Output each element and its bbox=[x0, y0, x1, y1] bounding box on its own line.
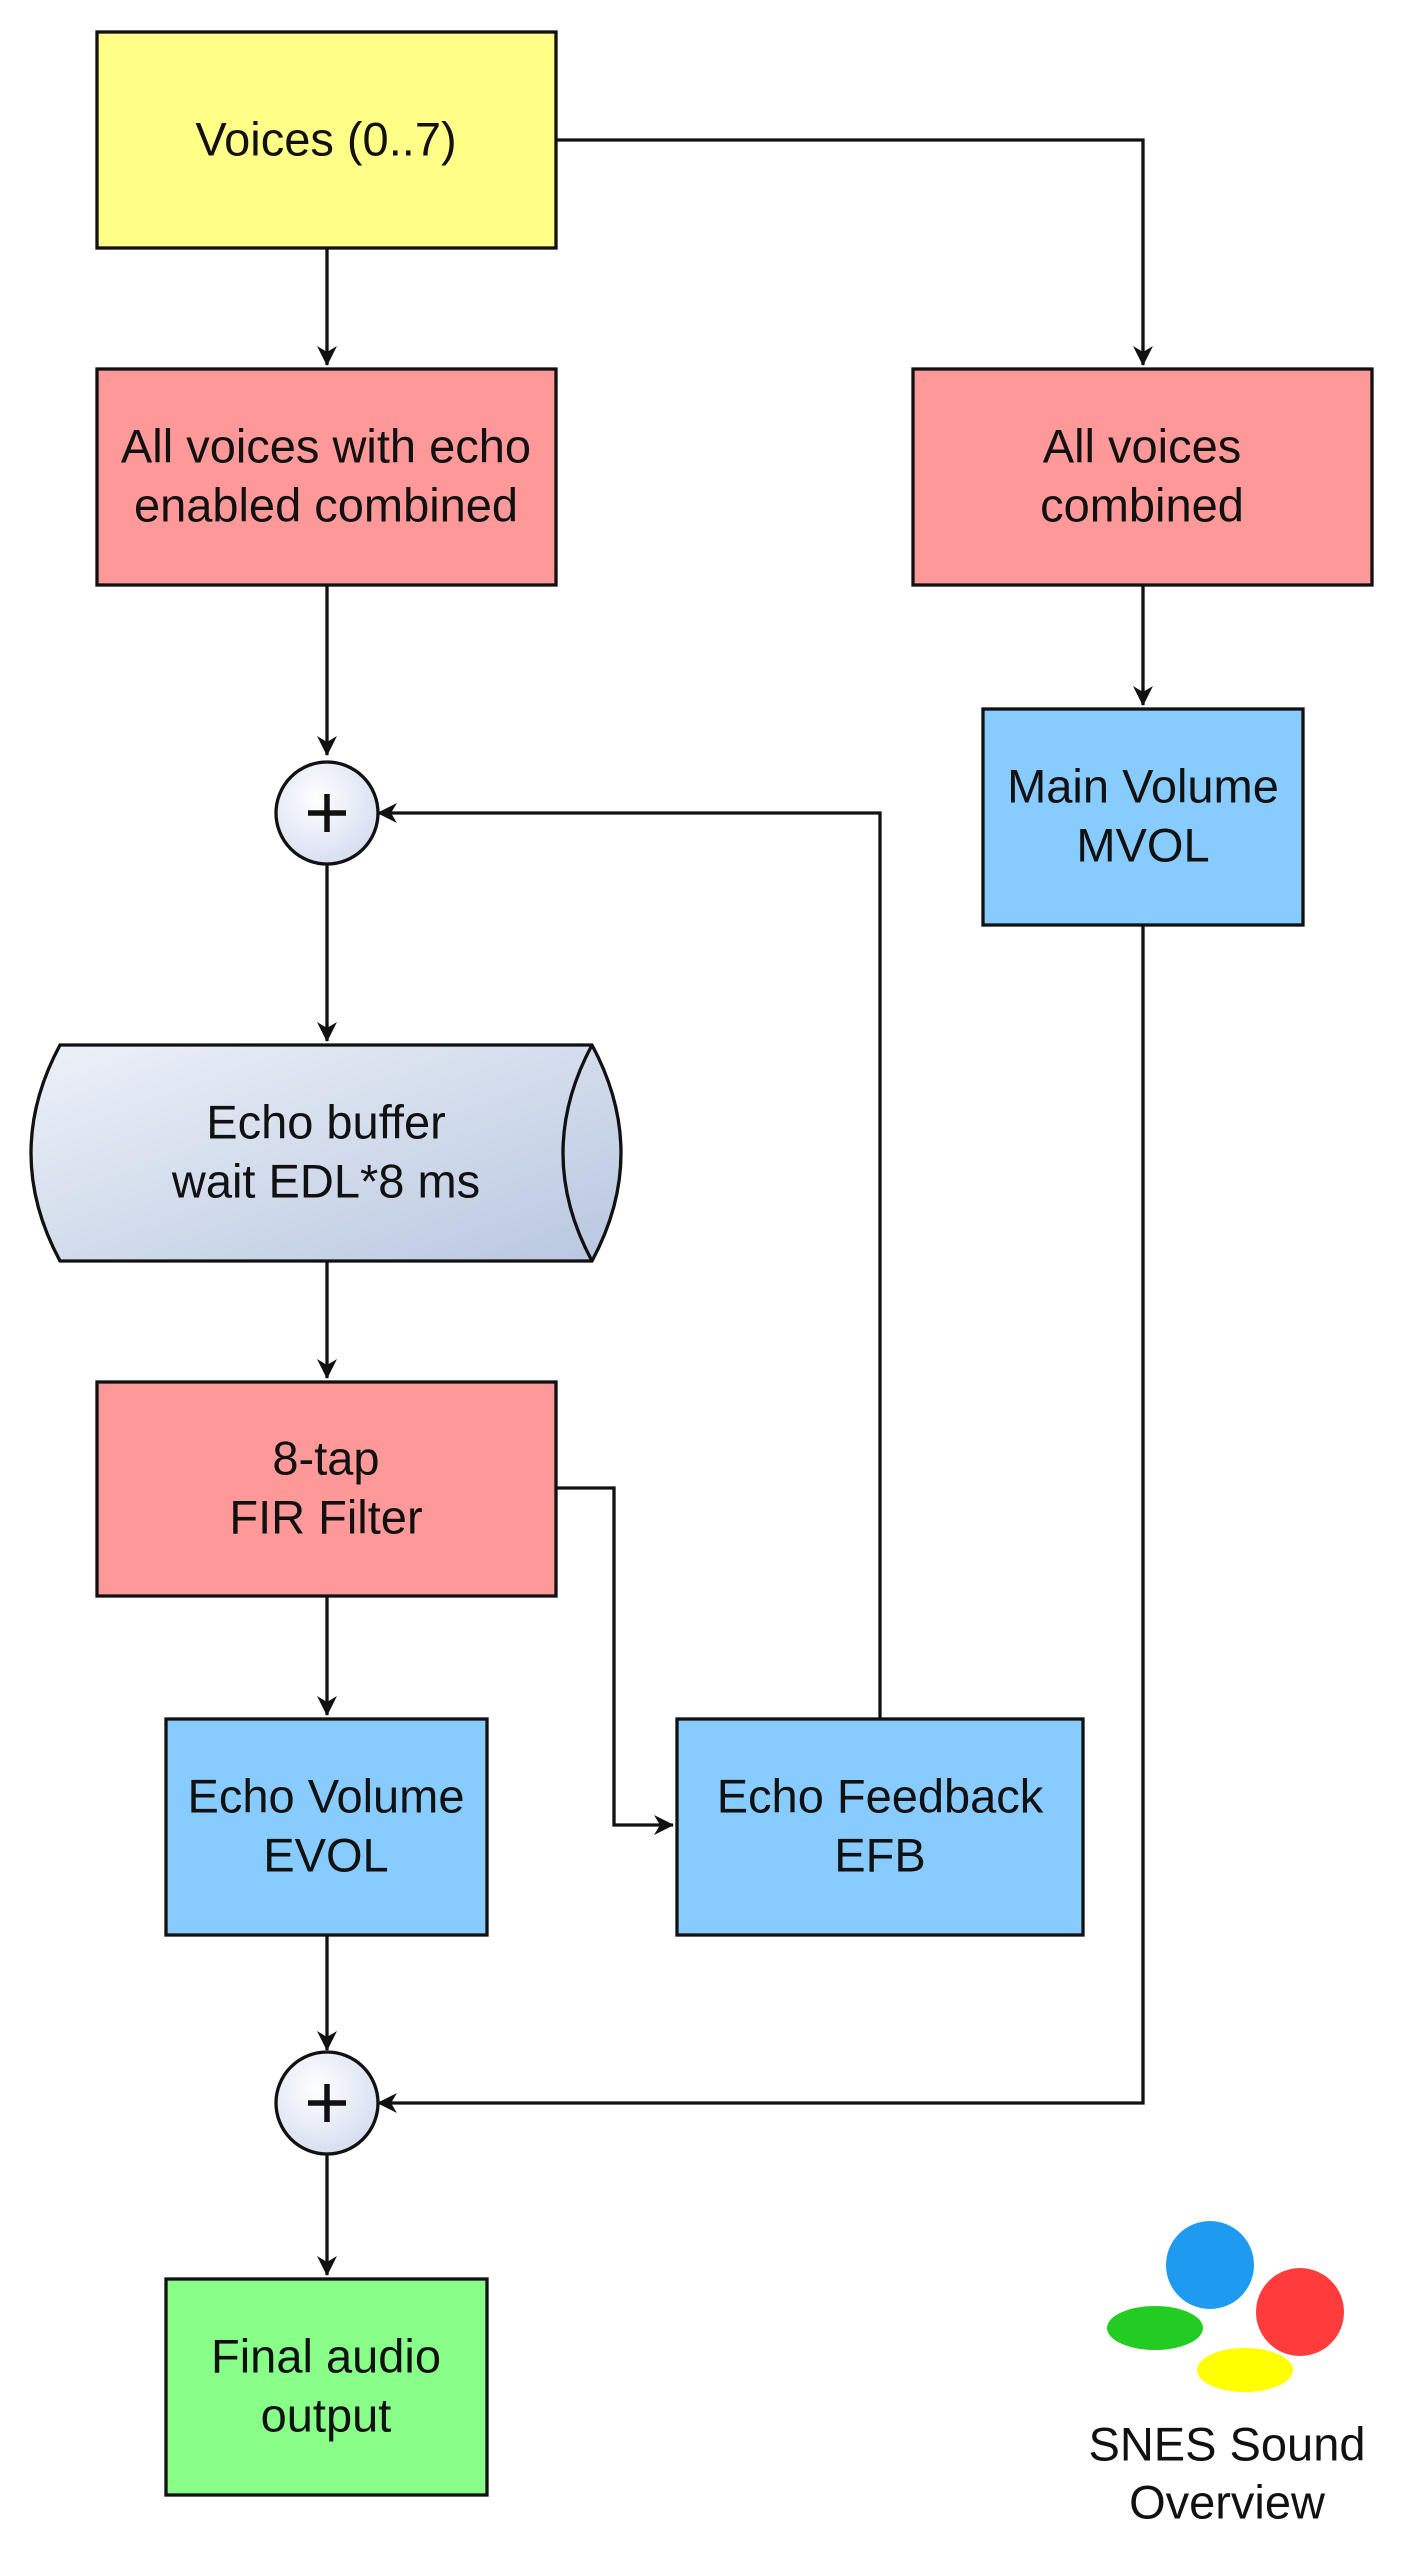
final-output-box bbox=[164, 2277, 489, 2497]
junction-output-sum bbox=[274, 2050, 380, 2156]
echo-feedback-label-line2: EFB bbox=[834, 1828, 925, 1881]
main-volume-label-line2: MVOL bbox=[1076, 818, 1209, 871]
logo-caption-line2: Overview bbox=[1129, 2475, 1326, 2528]
echo-volume-box bbox=[164, 1717, 489, 1937]
echo-buffer-end-curve bbox=[561, 1044, 594, 1262]
echo-feedback-label-line1: Echo Feedback bbox=[717, 1769, 1044, 1822]
fir-filter-label-line2: FIR Filter bbox=[229, 1490, 422, 1543]
echo-feedback-box bbox=[675, 1717, 1085, 1937]
junction-echo-sum bbox=[274, 760, 380, 866]
all-combined-label-line2: combined bbox=[1040, 478, 1244, 531]
logo-blue-dot bbox=[1166, 2221, 1254, 2309]
edge-main-volume-to-sum bbox=[377, 925, 1145, 2113]
edge-feedback-to-sum bbox=[377, 803, 882, 1718]
logo-red-dot bbox=[1256, 2268, 1344, 2356]
node-echo-feedback: Echo Feedback EFB bbox=[675, 1717, 1085, 1937]
echo-volume-label-line1: Echo Volume bbox=[188, 1769, 465, 1822]
node-main-volume: Main Volume MVOL bbox=[981, 707, 1305, 927]
edge-voices-to-all-combined bbox=[556, 138, 1153, 366]
voices-box bbox=[95, 30, 558, 250]
main-volume-label-line1: Main Volume bbox=[1007, 759, 1279, 812]
edge-fir-to-echo-feedback bbox=[556, 1486, 674, 1835]
final-output-label-line1: Final audio bbox=[211, 2329, 441, 2382]
echo-buffer-shape bbox=[29, 1043, 623, 1263]
echo-buffer-label-line1: Echo buffer bbox=[206, 1095, 446, 1148]
echo-combined-box bbox=[95, 367, 558, 587]
logo-caption-line1: SNES Sound bbox=[1089, 2417, 1366, 2470]
fir-filter-label-line1: 8-tap bbox=[272, 1431, 379, 1484]
echo-volume-label-line2: EVOL bbox=[263, 1828, 388, 1881]
node-all-combined: All voices combined bbox=[911, 367, 1374, 587]
fir-filter-box bbox=[95, 1380, 558, 1598]
main-volume-box bbox=[981, 707, 1305, 927]
snes-logo-icon bbox=[1107, 2221, 1344, 2392]
node-voices: Voices (0..7) bbox=[95, 30, 558, 250]
echo-buffer-label-line2: wait EDL*8 ms bbox=[171, 1154, 480, 1207]
all-combined-label-line1: All voices bbox=[1043, 419, 1242, 472]
final-output-label-line2: output bbox=[261, 2388, 392, 2441]
logo-yellow-dot bbox=[1197, 2348, 1293, 2392]
voices-label: Voices (0..7) bbox=[195, 112, 456, 165]
node-echo-buffer: Echo buffer wait EDL*8 ms bbox=[29, 1043, 623, 1263]
node-echo-volume: Echo Volume EVOL bbox=[164, 1717, 489, 1937]
node-final-output: Final audio output bbox=[164, 2277, 489, 2497]
all-combined-box bbox=[911, 367, 1374, 587]
node-fir-filter: 8-tap FIR Filter bbox=[95, 1380, 558, 1598]
edges bbox=[317, 138, 1153, 2276]
node-echo-combined: All voices with echo enabled combined bbox=[95, 367, 558, 587]
echo-combined-label-line1: All voices with echo bbox=[121, 419, 531, 472]
echo-combined-label-line2: enabled combined bbox=[134, 478, 518, 531]
logo-green-dot bbox=[1107, 2306, 1203, 2350]
